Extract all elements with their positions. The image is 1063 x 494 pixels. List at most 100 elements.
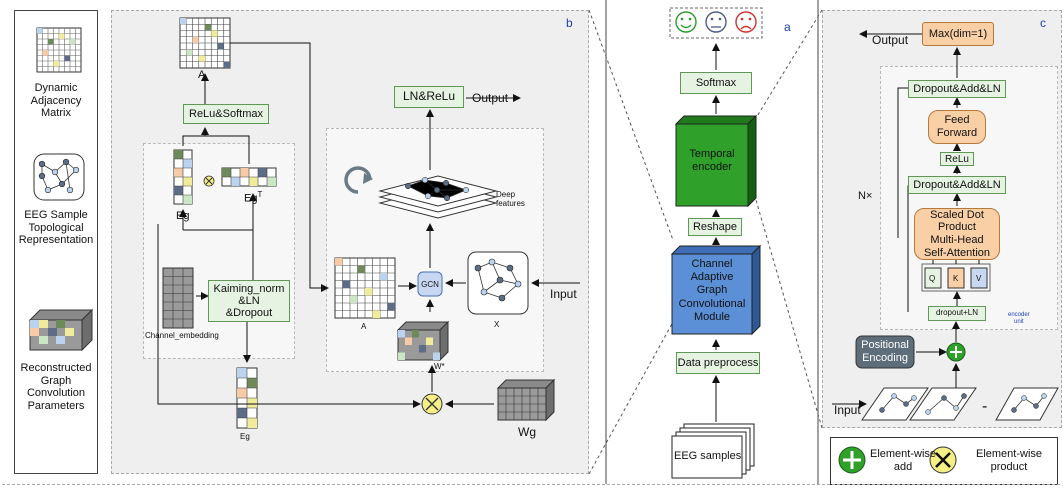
feed-forward-line: Feed: [944, 114, 970, 127]
feed-forward-box: Feed Forward: [928, 110, 986, 144]
temporal-line: Temporal: [689, 148, 735, 160]
positional-line: Positional: [861, 339, 909, 351]
cagcm-line: Channel: [691, 258, 733, 270]
outer-bottom-border: [2, 484, 1060, 485]
attention-line: Scaled Dot: [930, 208, 984, 221]
positional-encoding-label: Positional Encoding: [856, 339, 914, 364]
cagcm-line: Adaptive: [690, 271, 734, 284]
product-icon: [929, 446, 957, 474]
egT-sup: T: [257, 190, 263, 199]
attention-line: Multi-Head: [930, 234, 984, 246]
matrix-Eg-bottom: [236, 367, 258, 429]
legend-text: Matrix: [41, 107, 71, 120]
matrix-A-gcn: [334, 257, 396, 319]
cagcm-line: Graph: [696, 284, 728, 297]
attention-box: Scaled Dot Product Multi-Head Self-Atten…: [914, 208, 1000, 260]
encoder-unit-label: encoder unit: [1008, 312, 1030, 326]
add-legend-label: Element-wise add: [870, 448, 936, 473]
attention-line: Product: [938, 221, 976, 234]
k-label: K: [953, 274, 959, 283]
happy-face-icon: [675, 11, 697, 33]
kaiming-line: &LN: [238, 294, 260, 307]
attention-line: Self-Attention: [923, 246, 991, 259]
ln-relu-box: LN&ReLu: [394, 86, 464, 108]
max-box: Max(dim=1): [922, 22, 994, 46]
legend-text: Reconstructed: [20, 362, 92, 374]
kaiming-box: Kaiming_norm &LN &Dropout: [208, 280, 290, 322]
eg-bottom-label: Eg: [240, 432, 250, 441]
relu-box: ReLu: [940, 152, 974, 166]
wstar-cube: [396, 320, 450, 362]
wg-cube: [496, 378, 556, 422]
legend-text: Dynamic: [34, 82, 78, 94]
deep-features-line: features: [496, 199, 525, 209]
channel-embedding-grid: [162, 267, 194, 329]
legend-panel: [14, 10, 98, 474]
relu-softmax-box: ReLu&Softmax: [183, 104, 269, 124]
dropout-add-ln-top: Dropout&Add&LN: [908, 80, 1006, 98]
add-legend-line: add: [893, 460, 913, 473]
gcn-label: GCN: [421, 280, 439, 289]
q-label: Q: [929, 274, 936, 283]
legend-text: Graph: [40, 374, 72, 387]
eg-label: Eg: [176, 210, 190, 222]
sad-face-icon: [735, 11, 757, 33]
neutral-face-icon: [705, 11, 727, 33]
nx-label: N×: [858, 190, 873, 202]
cagcm-line: Module: [693, 310, 731, 323]
legend-text: Parameters: [27, 399, 85, 412]
panel-c-output: Output: [872, 33, 909, 47]
deep-features-stack: [378, 175, 498, 219]
v-label: V: [976, 274, 982, 283]
dynamic-adjacency-label: Dynamic Adjacency Matrix: [18, 82, 94, 120]
wg-label: Wg: [518, 425, 536, 439]
matrix-Eg: [173, 149, 193, 205]
cagcm-label: Channel Adaptive Graph Convolutional Mod…: [672, 258, 752, 324]
x-label: X: [494, 320, 500, 329]
product-legend-label: Element-wise product: [976, 448, 1042, 473]
matrix-A-label: A: [198, 69, 206, 81]
kaiming-line: Kaiming_norm: [213, 282, 285, 295]
encoder-unit-line: unit: [1014, 318, 1024, 325]
panel-a-tag: a: [784, 20, 791, 34]
product-legend-line: Element-wise: [976, 448, 1043, 460]
legend-text: Adjacency: [30, 94, 82, 107]
ellipsis-dash: -: [982, 398, 988, 415]
legend-text: EEG Sample: [24, 209, 88, 221]
kaiming-line: &Dropout: [225, 307, 273, 320]
wstar-label: W*: [434, 362, 445, 371]
panel-c-input: Input: [834, 403, 861, 417]
reshape-box: Reshape: [688, 218, 742, 236]
matrix-A2-label: A: [361, 322, 367, 331]
cagcm-line: Convolutional: [678, 297, 746, 310]
panel-b-tag: b: [566, 16, 573, 30]
data-preprocess-box: Data preprocess: [676, 352, 760, 374]
panel-b-output: Output: [472, 91, 509, 105]
panel-c-tag: c: [1040, 16, 1046, 30]
dropout-ln-box: dropout+LN: [928, 306, 986, 321]
channel-embedding-label: Channel_embedding: [145, 331, 219, 340]
matrix-A-top: [179, 17, 231, 69]
reconstructed-label: Reconstructed Graph Convolution Paramete…: [18, 362, 94, 413]
legend-text: Convolution: [26, 387, 86, 400]
legend-text: Topological: [28, 221, 84, 234]
encoder-unit-line: encoder: [1008, 312, 1030, 318]
egT-label: EgT: [244, 190, 262, 205]
panel-b-input: Input: [550, 287, 577, 301]
input-graph-frames: [861, 387, 1059, 421]
product-legend-line: product: [990, 460, 1028, 473]
dropout-add-ln-mid: Dropout&Add&LN: [908, 176, 1006, 194]
temporal-line: encoder: [692, 160, 732, 173]
legend-text: Representation: [18, 234, 94, 247]
add-legend-line: Element-wise: [870, 448, 937, 460]
eeg-topology-label: EEG Sample Topological Representation: [18, 209, 94, 247]
feed-forward-line: Forward: [936, 127, 978, 139]
deep-features-line: Deep: [496, 190, 516, 199]
matrix-EgT: [221, 167, 277, 187]
eeg-samples-label: EEG samples: [674, 450, 742, 462]
add-icon: [838, 446, 866, 474]
param-cube-icon: [28, 308, 94, 352]
adjacency-matrix-icon: [36, 27, 82, 73]
eeg-topology-icon: [33, 153, 85, 201]
